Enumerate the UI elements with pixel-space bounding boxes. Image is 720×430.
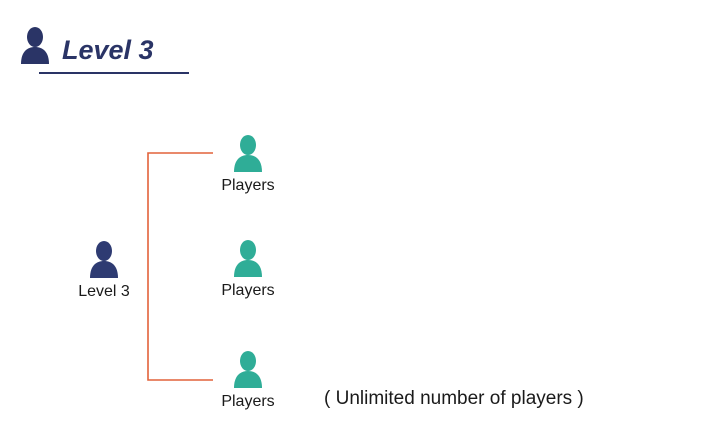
person-icon <box>234 351 262 388</box>
person-icon <box>21 27 49 64</box>
child-node: Players <box>203 350 293 411</box>
person-icon <box>234 240 262 277</box>
page-header: Level 3 <box>20 26 189 74</box>
child-label: Players <box>221 177 275 194</box>
root-label: Level 3 <box>78 283 130 300</box>
unlimited-players-note: ( Unlimited number of players ) <box>324 388 584 409</box>
child-label: Players <box>221 282 275 299</box>
child-node: Players <box>203 239 293 300</box>
connector-line <box>147 152 213 381</box>
child-node: Players <box>203 134 293 195</box>
person-icon <box>234 135 262 172</box>
page-title: Level 3 <box>62 35 154 65</box>
child-label: Players <box>221 393 275 410</box>
root-node: Level 3 <box>59 240 149 301</box>
person-icon <box>90 241 118 278</box>
title-underline <box>39 72 189 74</box>
